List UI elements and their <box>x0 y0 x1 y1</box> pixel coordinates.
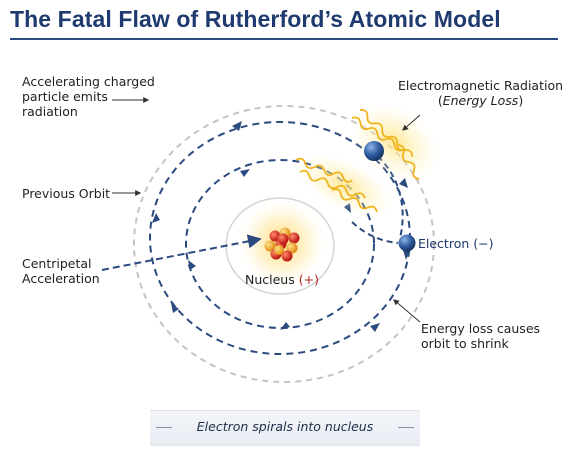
caption-rule-right <box>398 427 414 428</box>
orbit-arrow-inner-top <box>240 169 250 177</box>
centripetal-label-line2: Acceleration <box>22 271 100 286</box>
caption-rule-left <box>156 427 172 428</box>
em-radiation-label: Electromagnetic Radiation (Energy Loss) <box>398 78 563 108</box>
energy-loss-label-line2: orbit to shrink <box>421 336 509 351</box>
accelerating-label-line2: particle emits <box>22 89 108 104</box>
electron-sign: (−) <box>473 236 494 251</box>
radiation-waves-inner <box>295 157 378 213</box>
radiation-glow-outer <box>351 102 439 182</box>
orbit-arrow-inner-bottom <box>280 322 290 330</box>
orbit-arrow-top-right <box>232 121 242 131</box>
pointer-em-radiation <box>402 114 421 131</box>
previous-orbit-ring <box>133 105 435 383</box>
title-underline <box>10 38 558 40</box>
electron-outer-icon <box>364 141 384 161</box>
centripetal-label: Centripetal Acceleration <box>22 256 100 286</box>
accelerating-label-line1: Accelerating charged <box>22 74 155 89</box>
orbit-arrow-bottom-right <box>370 323 380 332</box>
diagram-caption: Electron spirals into nucleus <box>196 419 374 434</box>
nucleus-icon <box>264 227 300 262</box>
pointer-lines <box>112 97 421 323</box>
pointer-energy-loss <box>393 299 421 323</box>
nucleus-label: Nucleus (+) <box>245 272 319 287</box>
diagram-title: The Fatal Flaw of Rutherford’s Atomic Mo… <box>10 6 501 32</box>
electron-inward-path <box>351 221 399 244</box>
inner-orbit-ring <box>185 159 375 329</box>
nucleus-sign: (+) <box>298 272 319 287</box>
em-radiation-label-line2: (Energy Loss) <box>437 93 524 108</box>
energy-loss-label: Energy loss causes orbit to shrink <box>421 321 540 351</box>
electron-label-text: Electron <box>418 236 470 251</box>
radiation-glow-inner <box>296 154 394 216</box>
caption-bar <box>150 410 420 446</box>
accelerating-label-line3: radiation <box>22 104 78 119</box>
radiation-waves-outer <box>351 108 420 180</box>
electron-icon <box>398 234 416 252</box>
energy-loss-label-line1: Energy loss causes <box>421 321 541 336</box>
centripetal-acceleration-arrow <box>101 234 262 271</box>
orbit-arrow-right-lower <box>403 250 410 260</box>
em-radiation-label-line1: Electromagnetic Radiation <box>398 78 564 93</box>
energy-loss-italic: Energy Loss <box>442 93 519 108</box>
nucleus-label-text: Nucleus <box>245 272 295 287</box>
centripetal-label-line1: Centripetal <box>22 256 92 271</box>
orbit-arrow-bottom-left <box>171 303 179 313</box>
previous-orbit-label: Previous Orbit <box>22 186 111 201</box>
orbit-arrow-inner-left <box>188 260 196 270</box>
electron-label: Electron (−) <box>418 236 494 251</box>
accelerating-label: Accelerating charged particle emits radi… <box>22 74 155 119</box>
orbit-arrow-left <box>152 213 160 223</box>
